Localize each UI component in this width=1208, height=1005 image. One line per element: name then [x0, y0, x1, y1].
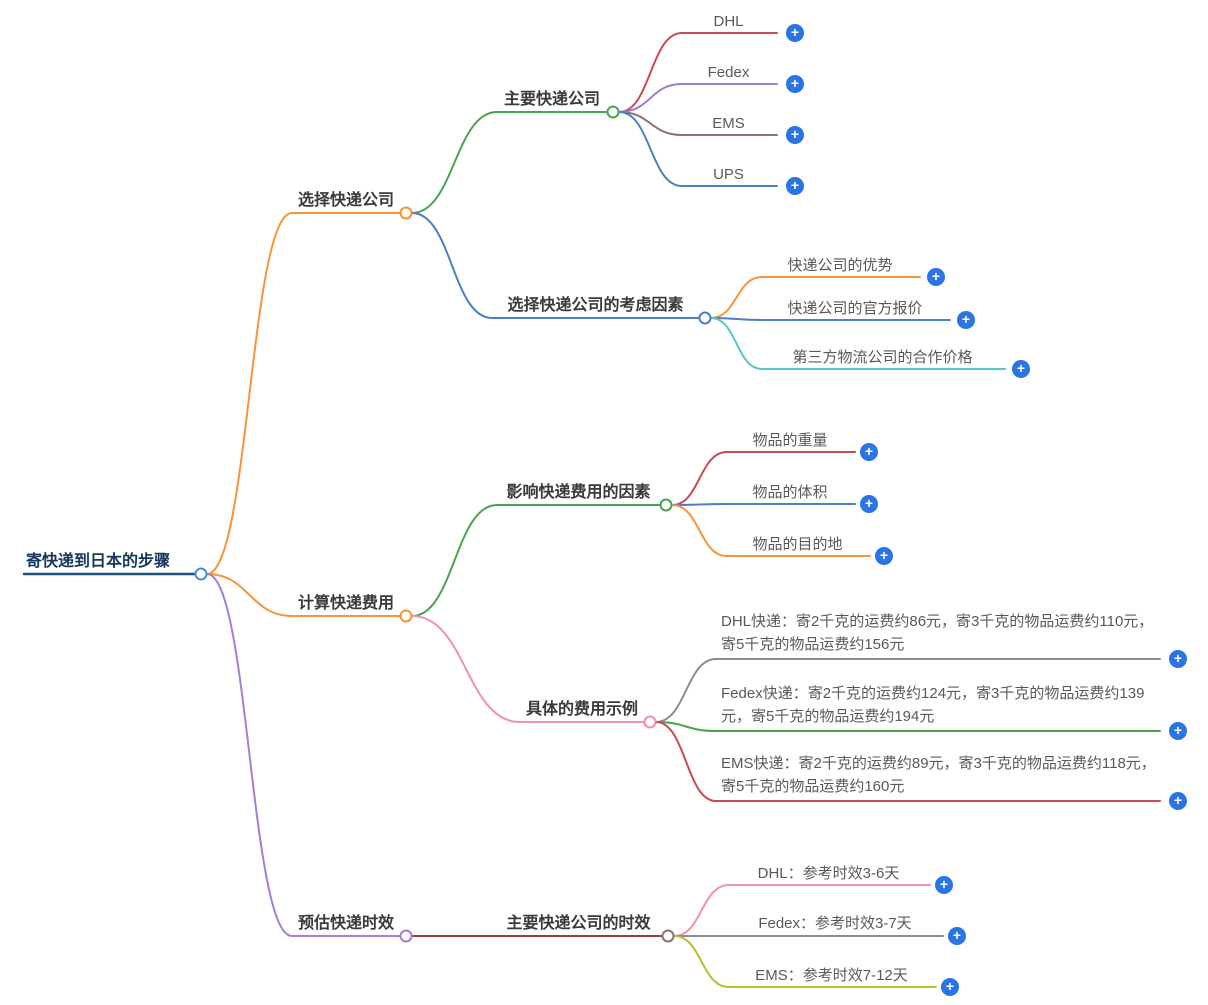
edge-fedex	[618, 83, 778, 113]
edge-cost-examples	[411, 615, 645, 723]
edge-dhl	[618, 32, 778, 113]
node-time-companies-toggle[interactable]	[661, 929, 675, 943]
node-cost-factors-toggle[interactable]	[659, 498, 673, 512]
expand-button-weight[interactable]: +	[860, 443, 878, 461]
node-label-third-party-price[interactable]: 第三方物流公司的合作价格	[792, 349, 973, 366]
node-label-destination[interactable]: 物品的目的地	[752, 536, 843, 553]
expand-button-ems[interactable]: +	[786, 126, 804, 144]
node-label-dhl-cost[interactable]: DHL快递：寄2千克的运费约86元，寄3千克的物品运费约110元，寄5千克的物品…	[721, 613, 1154, 653]
edge-ups	[618, 111, 778, 187]
node-label-fedex-cost[interactable]: Fedex快递：寄2千克的运费约124元，寄3千克的物品运费约139元，寄5千克…	[721, 685, 1145, 725]
edge-third-party-price	[710, 317, 1006, 370]
expand-button-third-party-price[interactable]: +	[1012, 360, 1030, 378]
node-root-toggle[interactable]	[194, 567, 208, 581]
expand-button-ems-cost[interactable]: +	[1169, 792, 1187, 810]
edge-choose-considerations	[411, 212, 700, 319]
expand-button-advantage[interactable]: +	[927, 268, 945, 286]
node-label-dhl-time[interactable]: DHL：参考时效3-6天	[757, 865, 900, 882]
node-label-volume[interactable]: 物品的体积	[752, 484, 828, 501]
edge-ems-time	[673, 935, 937, 988]
expand-button-official-quote[interactable]: +	[957, 311, 975, 329]
edge-dhl-cost	[655, 658, 1161, 723]
edge-cost-factors	[411, 504, 661, 617]
edge-volume	[671, 503, 856, 506]
node-label-choose-company[interactable]: 选择快递公司	[297, 192, 394, 209]
node-label-root[interactable]: 寄快递到日本的步骤	[26, 553, 171, 570]
expand-button-fedex-cost[interactable]: +	[1169, 722, 1187, 740]
node-label-cost-factors[interactable]: 影响快递费用的因素	[506, 484, 651, 501]
node-main-companies-toggle[interactable]	[606, 105, 620, 119]
expand-button-fedex-time[interactable]: +	[948, 927, 966, 945]
node-considerations-toggle[interactable]	[698, 311, 712, 325]
node-label-dhl[interactable]: DHL	[713, 13, 744, 30]
node-label-estimate-time[interactable]: 预估快递时效	[297, 915, 394, 932]
edge-root-time	[206, 573, 402, 937]
node-label-cost-examples[interactable]: 具体的费用示例	[525, 701, 638, 718]
expand-button-dhl[interactable]: +	[786, 24, 804, 42]
node-cost-examples-toggle[interactable]	[643, 715, 657, 729]
edge-choose-main-companies	[411, 111, 608, 214]
edge-weight	[671, 451, 856, 506]
node-label-main-companies[interactable]: 主要快递公司	[503, 91, 600, 108]
edge-fedex-cost	[655, 721, 1161, 732]
node-label-official-quote[interactable]: 快递公司的官方报价	[787, 300, 923, 317]
edge-ems-cost	[655, 721, 1161, 802]
edge-advantage	[710, 276, 921, 319]
node-choose-toggle[interactable]	[399, 206, 413, 220]
node-label-fedex[interactable]: Fedex	[707, 64, 750, 81]
node-label-ups[interactable]: UPS	[713, 166, 744, 183]
edge-official-quote	[710, 317, 951, 321]
node-label-fedex-time[interactable]: Fedex：参考时效3-7天	[758, 915, 912, 932]
edge-dhl-time	[673, 884, 931, 937]
edge-root-choose	[206, 212, 402, 575]
node-label-ems[interactable]: EMS	[712, 115, 745, 132]
expand-button-dhl-cost[interactable]: +	[1169, 650, 1187, 668]
expand-button-ems-time[interactable]: +	[941, 978, 959, 996]
expand-button-volume[interactable]: +	[860, 495, 878, 513]
node-cost-toggle[interactable]	[399, 609, 413, 623]
node-label-ems-cost[interactable]: EMS快递：寄2千克的运费约89元，寄3千克的物品运费约118元，寄5千克的物品…	[721, 755, 1156, 795]
expand-button-destination[interactable]: +	[875, 547, 893, 565]
edge-ems	[618, 111, 778, 136]
expand-button-dhl-time[interactable]: +	[935, 876, 953, 894]
node-label-considerations[interactable]: 选择快递公司的考虑因素	[507, 297, 684, 314]
edge-destination	[671, 504, 871, 557]
node-label-advantage[interactable]: 快递公司的优势	[787, 257, 893, 274]
node-label-ems-time[interactable]: EMS：参考时效7-12天	[755, 967, 908, 984]
node-label-weight[interactable]: 物品的重量	[752, 432, 828, 449]
expand-button-ups[interactable]: +	[786, 177, 804, 195]
expand-button-fedex[interactable]: +	[786, 75, 804, 93]
node-time-toggle[interactable]	[399, 929, 413, 943]
node-label-calc-cost[interactable]: 计算快递费用	[297, 595, 394, 612]
edge-root-cost	[206, 573, 402, 617]
node-label-time-companies[interactable]: 主要快递公司的时效	[506, 915, 651, 932]
